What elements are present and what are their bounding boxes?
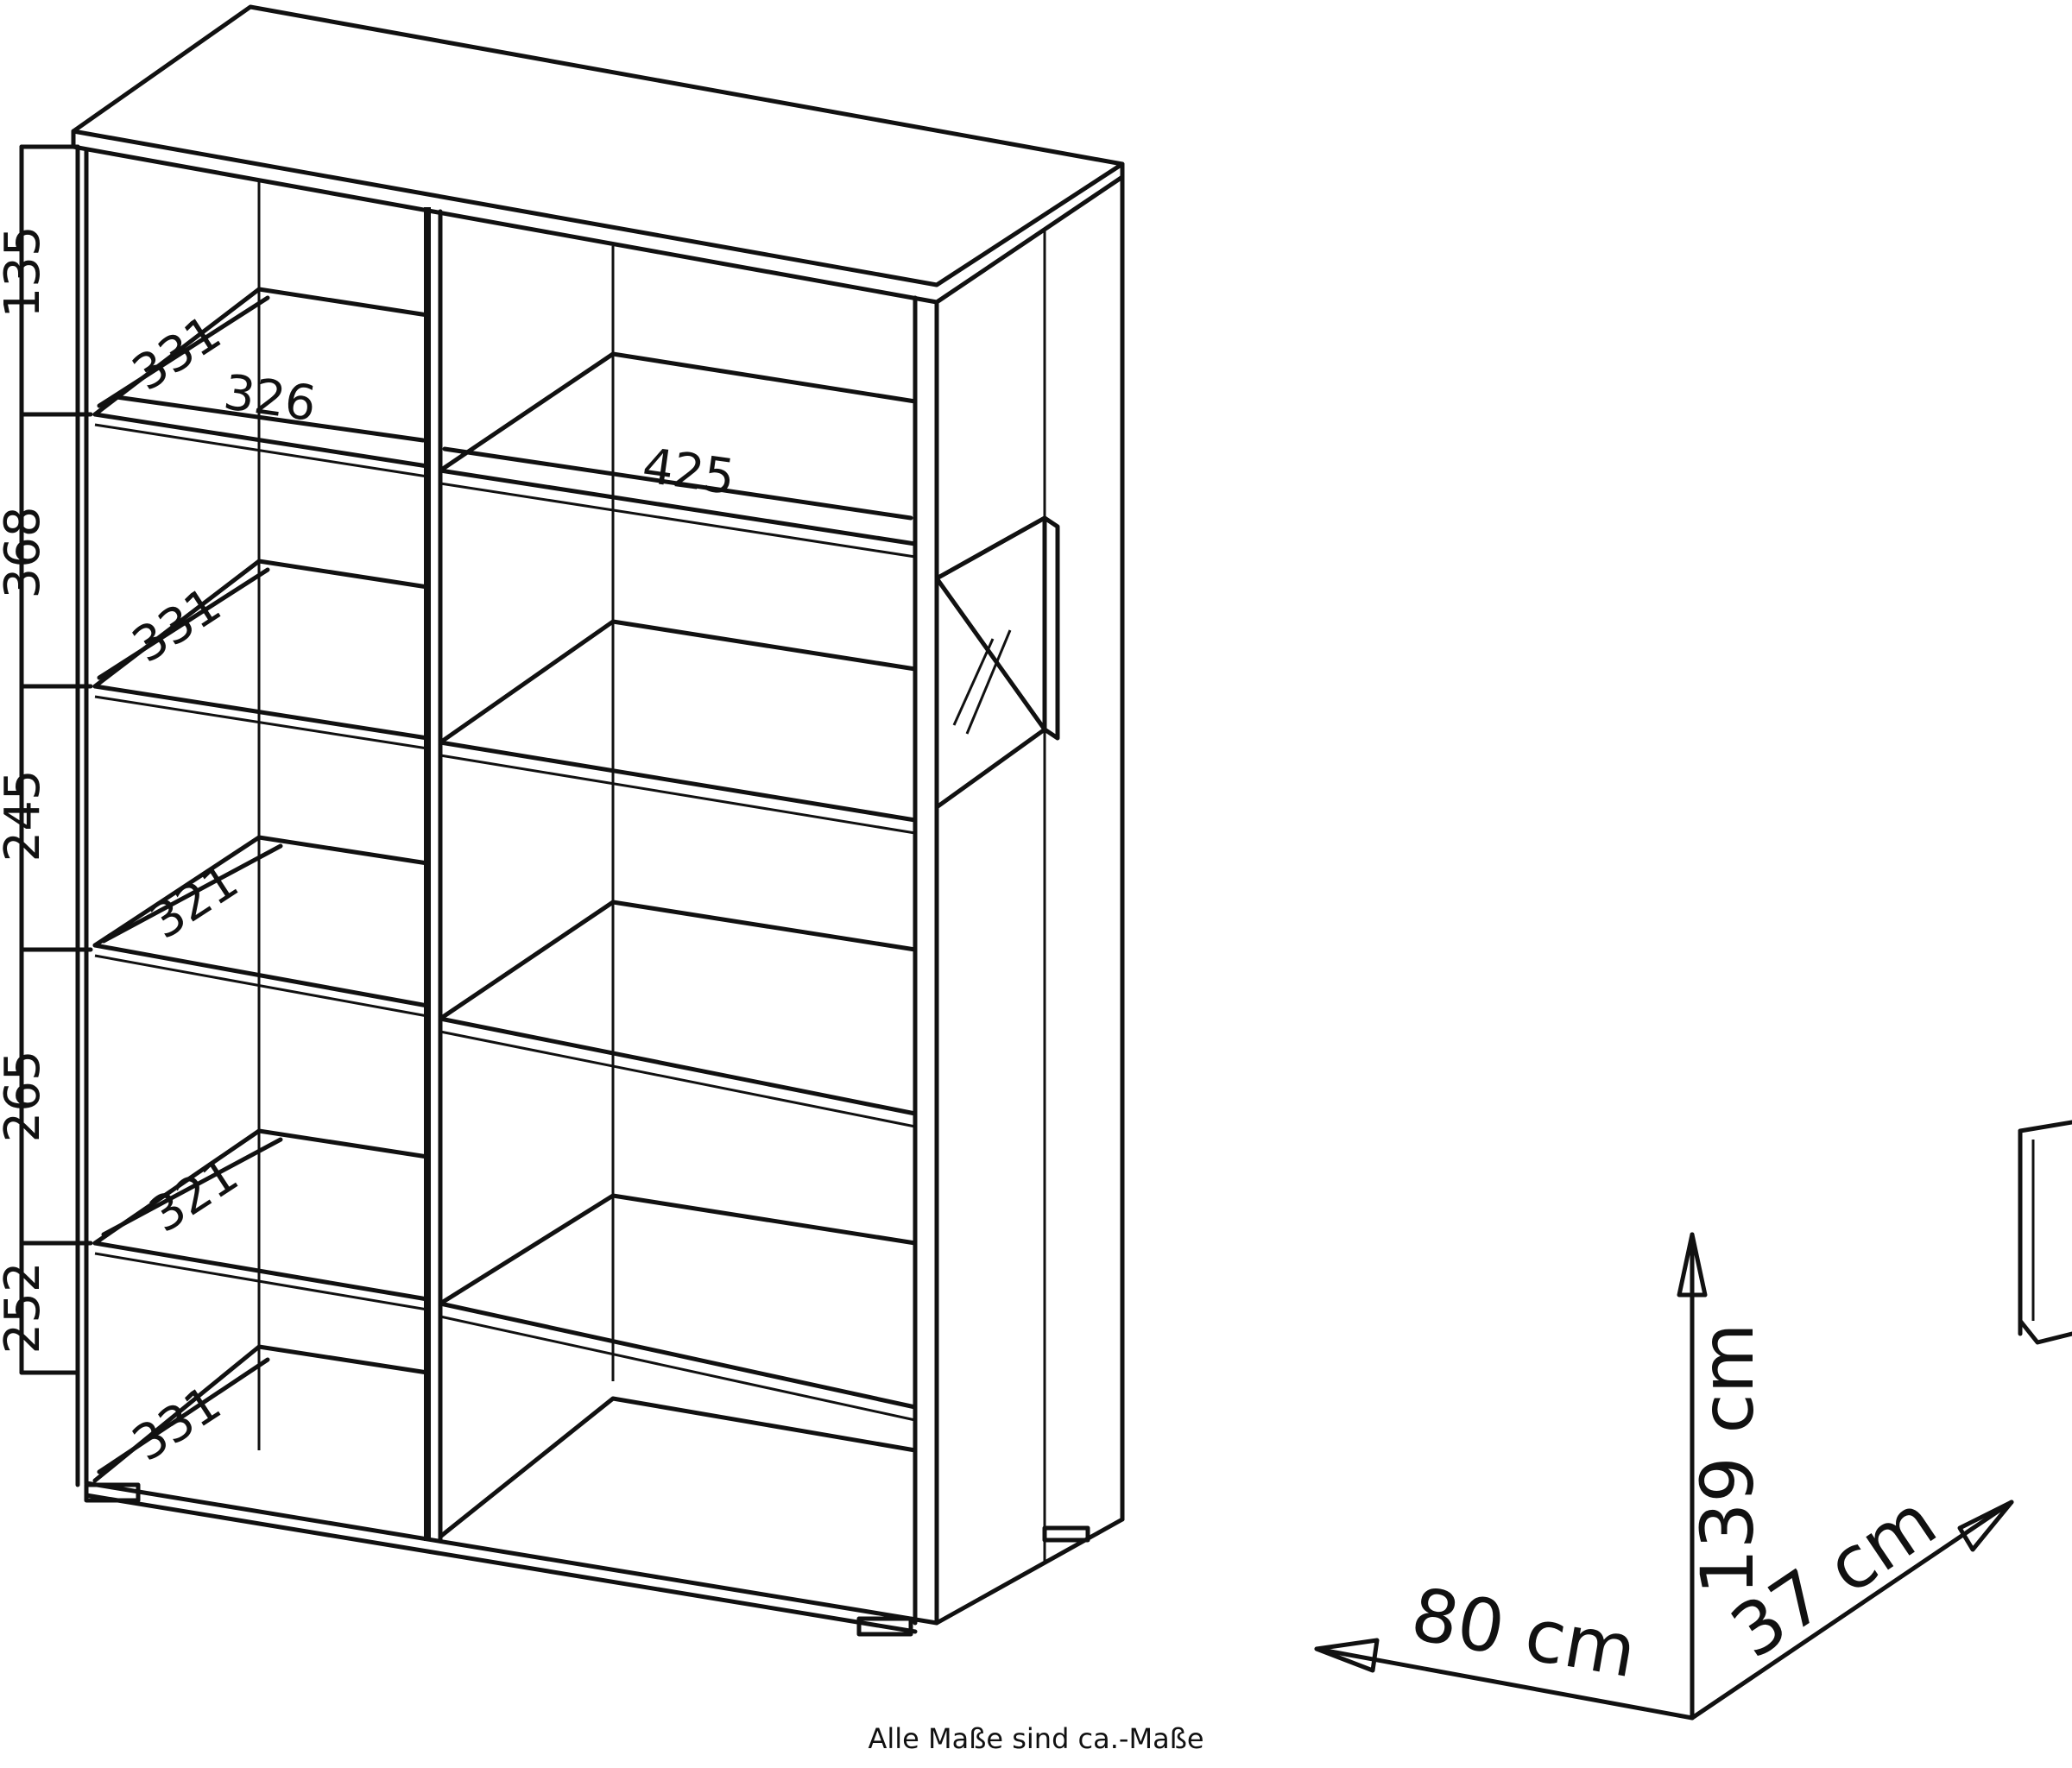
right-shelves (438, 351, 918, 1539)
height-label-2: 368 (0, 507, 51, 599)
cabinet-thumbnail-icon (2018, 1120, 2072, 1345)
height-label-3: 245 (0, 770, 51, 862)
width-label-right: 425 (639, 438, 738, 506)
caption: Alle Maße sind ca.-Maße (868, 1722, 1204, 1755)
overall-width-label: 80 cm (1406, 1571, 1643, 1694)
overall-height-label: 139 cm (1685, 1323, 1770, 1594)
width-callouts: 326 425 (114, 364, 913, 521)
height-segment-labels: 135 368 245 265 252 (0, 226, 51, 1354)
left-shelves (92, 287, 430, 1483)
depth-label-3: 321 (140, 853, 248, 950)
width-label-left: 326 (220, 364, 319, 433)
depth-callouts: 331 331 321 321 331 (97, 295, 283, 1474)
height-label-1: 135 (0, 226, 51, 319)
height-label-5: 252 (0, 1262, 51, 1354)
depth-label-1: 331 (123, 305, 231, 402)
height-label-4: 265 (0, 1051, 51, 1143)
depth-label-2: 331 (123, 577, 231, 674)
height-dimension-line (19, 144, 93, 1375)
depth-label-4: 321 (140, 1146, 248, 1244)
cabinet-outline (71, 4, 1125, 1637)
overall-dimension-axes (1314, 1232, 2014, 1721)
depth-label-5: 331 (123, 1375, 231, 1473)
